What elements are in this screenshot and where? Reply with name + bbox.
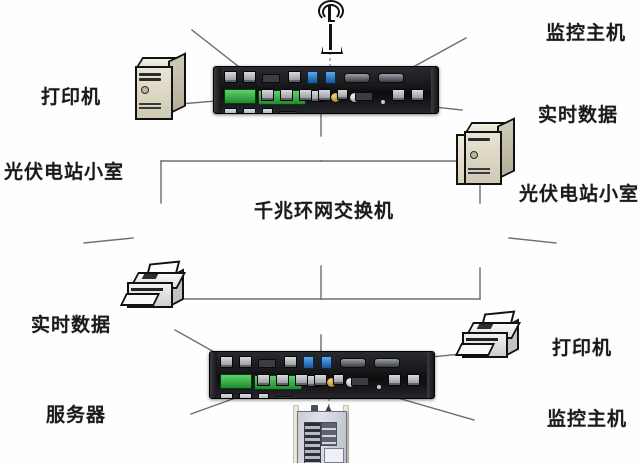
label-printer-top-left: 打印机: [41, 86, 102, 108]
host-vent: [468, 138, 490, 141]
printer-top-left[interactable]: [119, 260, 187, 310]
tower-server-top[interactable]: [135, 52, 187, 120]
status-led-icon: [380, 100, 385, 104]
rack-module: [279, 111, 298, 113]
rack-module: [262, 74, 281, 83]
rj45-port-icon: [337, 89, 349, 100]
rj45-port-icon: [239, 356, 253, 368]
ring-switch-top[interactable]: [293, 405, 349, 463]
rj45-port-icon: [224, 71, 237, 83]
rj45-port-icon: [220, 356, 233, 368]
rack-port-row-upper: [224, 71, 430, 105]
rack-port-row-upper: [220, 356, 426, 390]
rj45-port-icon: [243, 108, 257, 113]
rj45-port-icon: [314, 374, 328, 386]
host-slot: [468, 168, 490, 170]
rj45-port-icon: [239, 393, 253, 398]
serial-port-icon: [343, 73, 370, 83]
rack-module: [275, 396, 294, 398]
rj45-port-icon: [261, 89, 275, 101]
rj45-port-icon: [299, 89, 313, 101]
rj45-port-icon: [284, 356, 298, 368]
serial-port-icon: [373, 358, 400, 368]
link-ring-to-pc-right: [508, 237, 557, 244]
printer-top-right[interactable]: [454, 310, 522, 360]
rack-switch-bottom[interactable]: [209, 351, 435, 399]
serial-port-icon: [339, 358, 366, 368]
power-button-icon: [141, 86, 149, 94]
switch-body: [297, 411, 347, 463]
rack-port-row-lower: [220, 374, 426, 398]
rack-module: [258, 359, 277, 368]
rack-switch-top[interactable]: [213, 66, 439, 114]
usb-port-icon: [321, 356, 333, 369]
rack-port-row-lower: [224, 89, 430, 113]
rj45-port-icon: [243, 71, 257, 83]
antenna-tower-icon: [321, 20, 343, 54]
rj45-port-icon: [276, 374, 290, 386]
label-pv-room-right: 光伏电站小室: [519, 183, 640, 205]
rack-ear-left: [210, 352, 217, 398]
label-realtime-top-right: 实时数据: [538, 104, 619, 126]
rj45-port-icon: [391, 89, 405, 101]
link-server-top-to-rack: [191, 29, 244, 71]
printer-paper-tray: [454, 343, 496, 356]
rj45-port-block-icon: [321, 422, 337, 446]
rack-module: [354, 92, 373, 101]
rack-ear-right: [427, 352, 434, 398]
rj45-port-icon: [295, 374, 309, 386]
rj45-port-icon: [333, 374, 345, 385]
host-slot: [468, 172, 490, 174]
rj45-port-icon: [318, 89, 332, 101]
rj45-port-icon: [387, 374, 401, 386]
label-server-bottom: 服务器: [46, 404, 107, 426]
rack-ear-right: [431, 67, 438, 113]
printer-control-panel: [141, 274, 159, 279]
label-pv-room-left: 光伏电站小室: [4, 161, 125, 183]
power-terminal-icon: [224, 89, 256, 104]
rj45-port-icon: [220, 393, 233, 398]
server-vent: [139, 78, 161, 81]
label-realtime-bottom: 实时数据: [31, 314, 112, 336]
usb-port-icon: [325, 71, 337, 84]
power-button-icon: [470, 151, 478, 159]
rj45-port-icon: [288, 71, 302, 83]
label-monitor-host-bottom: 监控主机: [547, 408, 628, 430]
rj45-port-icon: [410, 89, 424, 101]
rack-module: [350, 377, 369, 386]
rj45-port-icon: [280, 89, 294, 101]
rj45-port-icon: [262, 108, 274, 113]
power-terminal-icon: [220, 374, 252, 389]
antenna-top[interactable]: [313, 0, 347, 54]
server-vent: [139, 73, 161, 76]
rj45-port-icon: [258, 393, 270, 398]
printer-output-slot: [131, 288, 163, 291]
usb-port-icon: [303, 356, 315, 369]
label-monitor-host-top: 监控主机: [546, 22, 627, 44]
server-slot: [139, 103, 161, 105]
port-bank-icon: [304, 422, 321, 463]
usb-port-icon: [307, 71, 319, 84]
printer-control-panel: [476, 324, 494, 329]
label-core-switch: 千兆环网交换机: [254, 200, 395, 222]
server-slot: [139, 107, 161, 109]
terminal-clip: [325, 405, 332, 412]
rj45-port-icon: [257, 374, 271, 386]
rj45-port-icon: [224, 108, 237, 113]
rack-ear-left: [214, 67, 221, 113]
status-led-icon: [376, 385, 381, 389]
monitor-host-top[interactable]: [456, 117, 516, 185]
serial-port-icon: [377, 73, 404, 83]
rj45-port-icon: [406, 374, 420, 386]
signal-wave-icon: [318, 0, 344, 22]
printer-output-slot: [466, 338, 498, 341]
label-printer-bottom: 打印机: [552, 337, 613, 359]
printer-paper-tray: [119, 293, 161, 306]
terminal-clip: [311, 405, 318, 412]
link-pc-left-to-ring: [83, 237, 134, 244]
switch-label-window: [324, 448, 344, 463]
antenna-mast: [328, 6, 331, 22]
